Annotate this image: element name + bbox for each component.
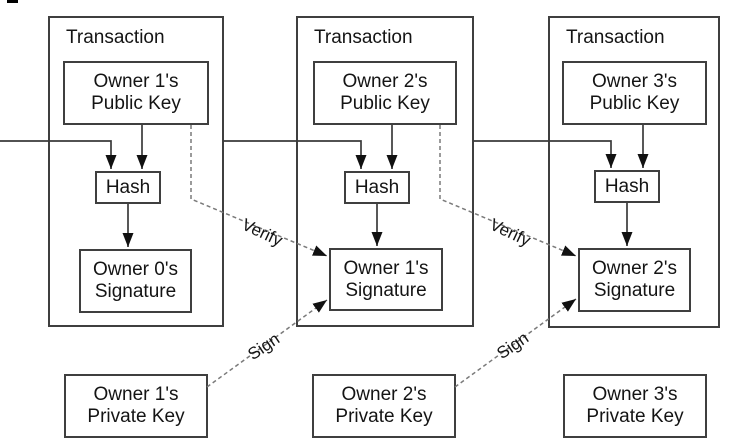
public-key-line1: Owner 3's [592,71,677,92]
signature-line1: Owner 0's [93,259,178,280]
hash-box-3: Hash [594,170,660,203]
private-key-line1: Owner 1's [93,384,179,405]
sign-label-2: Sign [493,328,533,363]
signature-line1: Owner 2's [592,258,677,279]
private-key-line2: Private Key [335,406,433,427]
signature-line2: Signature [345,279,427,301]
signature-box-1: Owner 0's Signature [79,249,192,313]
hash-label: Hash [604,175,650,197]
signature-box-2: Owner 1's Signature [329,248,443,311]
public-key-line1: Owner 2's [342,71,428,92]
transaction-title: Transaction [314,27,413,48]
public-key-line1: Owner 1's [93,71,179,92]
hash-label: Hash [105,176,151,198]
hash-box-2: Hash [344,171,410,204]
verify-label-2: Verify [486,214,534,251]
hash-box-1: Hash [95,171,161,204]
public-key-line2: Public Key [91,93,181,114]
signature-box-3: Owner 2's Signature [578,248,691,312]
private-key-box-2: Owner 2's Private Key [312,374,456,438]
hash-label: Hash [354,176,400,198]
private-key-box-1: Owner 1's Private Key [64,374,208,438]
transaction-title: Transaction [66,27,165,48]
private-key-box-3: Owner 3's Private Key [563,374,707,438]
screenshot-artifact-mark [7,0,18,3]
private-key-line1: Owner 3's [592,384,678,405]
public-key-line2: Public Key [589,93,680,114]
public-key-line2: Public Key [340,93,430,114]
signature-line2: Signature [593,280,676,301]
public-key-box-3: Owner 3's Public Key [562,61,707,125]
public-key-box-1: Owner 1's Public Key [63,61,209,125]
public-key-box-2: Owner 2's Public Key [313,61,457,125]
private-key-line2: Private Key [586,406,684,427]
sign-label-1: Sign [244,329,284,364]
private-key-line1: Owner 2's [341,384,427,405]
private-key-line2: Private Key [87,406,185,427]
signature-line2: Signature [94,281,177,302]
signature-line1: Owner 1's [343,257,429,279]
verify-label-1: Verify [238,214,286,251]
transaction-title: Transaction [566,27,665,48]
